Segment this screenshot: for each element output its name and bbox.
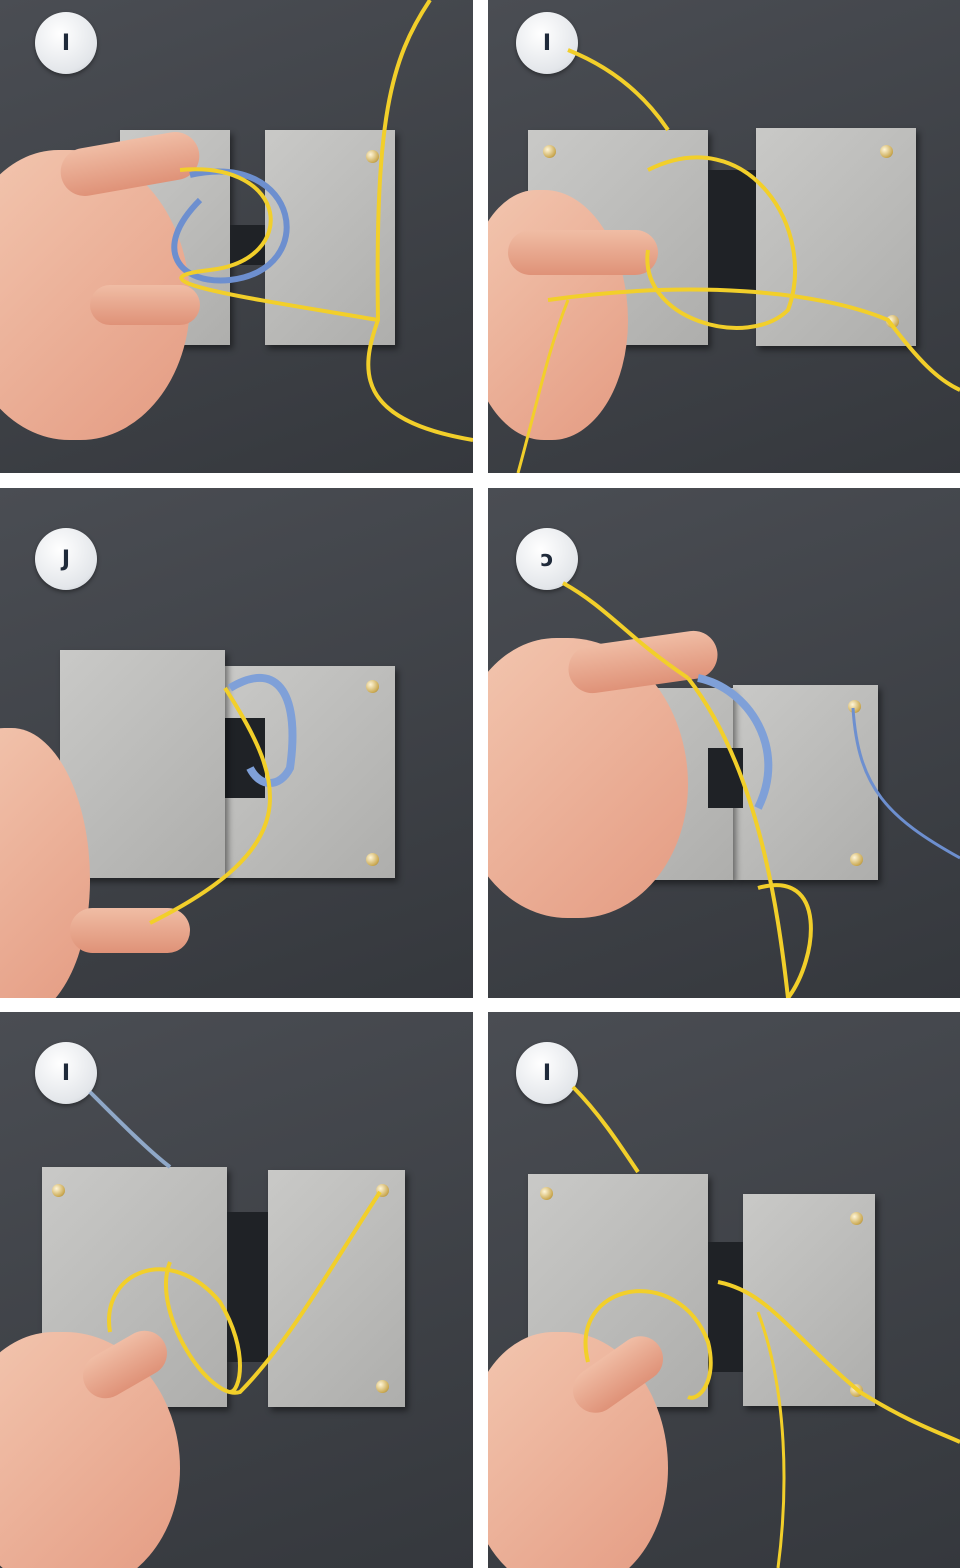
step-panel-6: I	[488, 1012, 960, 1568]
screw	[366, 680, 379, 693]
wires	[562, 581, 960, 998]
plate-right	[756, 128, 916, 346]
wires	[171, 0, 473, 442]
plate-right	[268, 1170, 405, 1407]
screw	[850, 1212, 863, 1225]
screw	[850, 853, 863, 866]
wires	[88, 1090, 382, 1395]
step-panel-2: I	[488, 0, 960, 473]
plate-gap	[225, 718, 265, 798]
screw	[366, 150, 379, 163]
step-panel-4: ɔ	[488, 488, 960, 998]
finger	[90, 285, 200, 325]
wires	[516, 48, 960, 473]
plate-gap	[708, 170, 756, 290]
finger	[508, 230, 658, 275]
step-panel-5: I	[0, 1012, 473, 1568]
plate-left	[60, 650, 225, 878]
plate-gap	[708, 1242, 743, 1372]
screw	[376, 1380, 389, 1393]
screw	[366, 853, 379, 866]
step-panel-3: J	[0, 488, 473, 998]
step-badge: I	[35, 1042, 97, 1104]
screw	[848, 700, 861, 713]
screw	[540, 1187, 553, 1200]
step-badge: I	[35, 12, 97, 74]
step-panel-1: I	[0, 0, 473, 473]
step-badge: J	[35, 528, 97, 590]
screw	[880, 145, 893, 158]
screw	[543, 145, 556, 158]
wires	[149, 673, 297, 925]
step-badge: I	[516, 12, 578, 74]
screw	[52, 1184, 65, 1197]
finger	[70, 908, 190, 953]
step-badge: ɔ	[516, 528, 578, 590]
plate-right	[743, 1194, 875, 1406]
plate-gap	[708, 748, 743, 808]
wires	[571, 1085, 960, 1568]
step-badge: I	[516, 1042, 578, 1104]
